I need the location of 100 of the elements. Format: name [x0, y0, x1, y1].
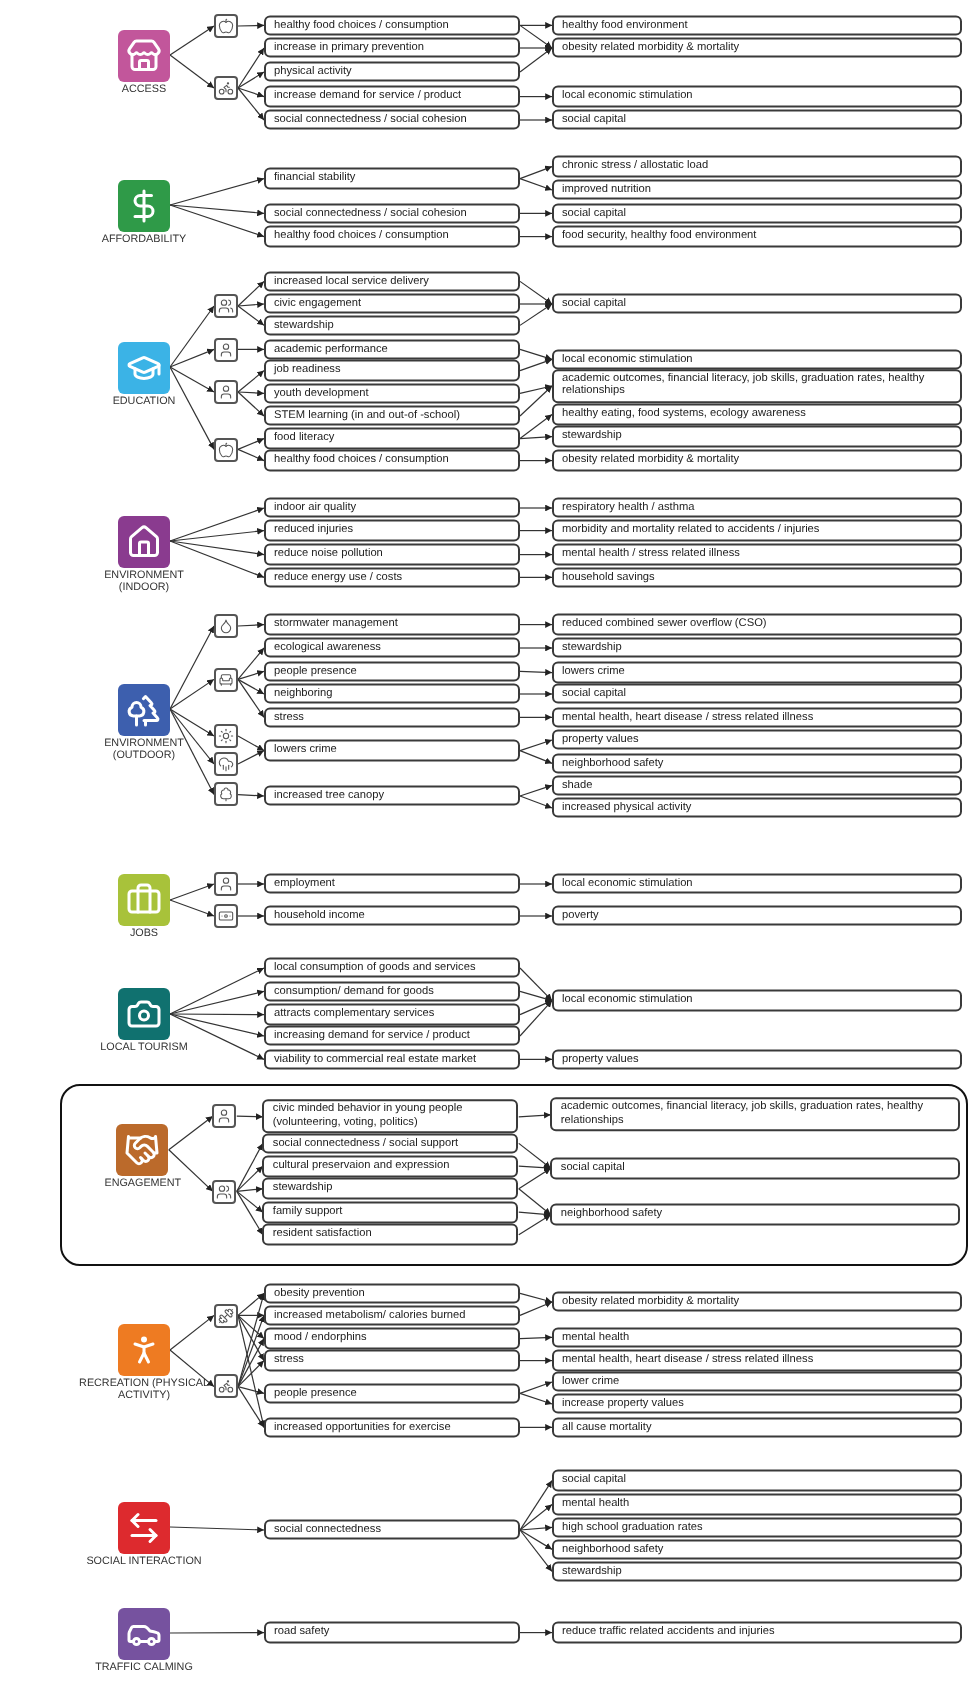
arrow [237, 912, 265, 920]
arrow [169, 507, 265, 542]
arrow [169, 1013, 265, 1038]
arrow [237, 301, 265, 308]
arrow [169, 305, 215, 368]
arrow [169, 54, 215, 89]
arrow [236, 1113, 264, 1121]
arrow [518, 1164, 552, 1172]
arrow [169, 708, 215, 765]
arrow [519, 385, 553, 417]
arrow [518, 1111, 552, 1119]
apple-icon [214, 14, 238, 38]
arrow [519, 21, 553, 29]
tree-icon [214, 782, 238, 807]
arrow [169, 25, 215, 56]
arrow [169, 708, 215, 737]
person-icon [214, 872, 238, 896]
arrow [519, 414, 553, 440]
arrow [519, 209, 553, 217]
arrow [519, 1000, 553, 1037]
arrow [237, 678, 265, 695]
arrow [519, 1423, 553, 1431]
arrow [169, 989, 265, 1015]
arrow [169, 708, 215, 796]
arrow [519, 165, 553, 180]
arrow [519, 47, 553, 73]
arrow [169, 625, 215, 710]
bicycle-icon [214, 76, 238, 100]
arrow [519, 1000, 553, 1016]
chair-icon [214, 667, 238, 692]
rain-cloud-icon [214, 752, 238, 776]
arrow [237, 87, 265, 98]
droplet-icon [214, 614, 238, 638]
arrow [519, 1357, 553, 1364]
arrow [169, 366, 215, 393]
arrow [519, 527, 553, 534]
arrow [237, 1314, 265, 1388]
banknote-icon [214, 904, 238, 928]
arrow [237, 678, 265, 718]
arrow [519, 990, 553, 1002]
arrow [519, 116, 553, 124]
arrow [519, 573, 553, 581]
arrow [519, 1529, 553, 1572]
arrow [168, 1149, 214, 1192]
arrow [519, 551, 553, 558]
arrow [519, 750, 553, 764]
arrow [518, 1210, 552, 1218]
person-icon [214, 337, 238, 362]
arrow [237, 391, 265, 417]
arrow [518, 1214, 552, 1236]
bicycle-icon [214, 1374, 238, 1399]
arrow [169, 1349, 215, 1388]
arrow [519, 1334, 553, 1342]
arrow [237, 647, 265, 680]
arrow [169, 527, 265, 542]
arrow [519, 668, 553, 676]
arrow [169, 366, 215, 450]
arrow [169, 204, 265, 238]
arrow [169, 1013, 265, 1060]
arrow [519, 93, 553, 100]
arrow [169, 883, 215, 901]
arrow [519, 1529, 553, 1550]
arrow [519, 621, 553, 628]
arrow [519, 1480, 553, 1531]
arrow [518, 1142, 552, 1169]
arrow [519, 384, 553, 394]
arrow [169, 540, 265, 557]
arrow [169, 177, 265, 206]
people-icon [214, 294, 238, 318]
arrow [236, 1190, 264, 1213]
arrow [519, 178, 553, 191]
arrow [518, 1167, 552, 1190]
arrow [519, 795, 553, 809]
car-icon [118, 1607, 170, 1659]
arrow [169, 1314, 215, 1351]
arrow [236, 1142, 264, 1192]
sun-icon [214, 724, 238, 748]
highlight-frame [60, 1084, 968, 1266]
person-icon [214, 380, 238, 404]
dollar-icon [118, 179, 170, 231]
arrow [237, 1386, 265, 1395]
arrow [237, 735, 265, 752]
arrow [237, 1360, 265, 1388]
arrow [168, 1115, 214, 1151]
arrow [519, 1524, 553, 1532]
arrow [237, 305, 265, 326]
arrow [237, 87, 265, 121]
arrow [519, 457, 553, 464]
arrow [236, 1190, 264, 1236]
arrow [519, 1292, 553, 1304]
arrow [169, 1526, 265, 1534]
arrow [237, 1314, 265, 1362]
briefcase-icon [118, 874, 170, 926]
arrow [519, 1381, 553, 1394]
arrow [169, 540, 265, 579]
arrow [519, 738, 553, 752]
arrow [519, 300, 553, 308]
arrow [237, 438, 265, 450]
arrow [237, 1292, 265, 1316]
arrow [519, 233, 553, 240]
